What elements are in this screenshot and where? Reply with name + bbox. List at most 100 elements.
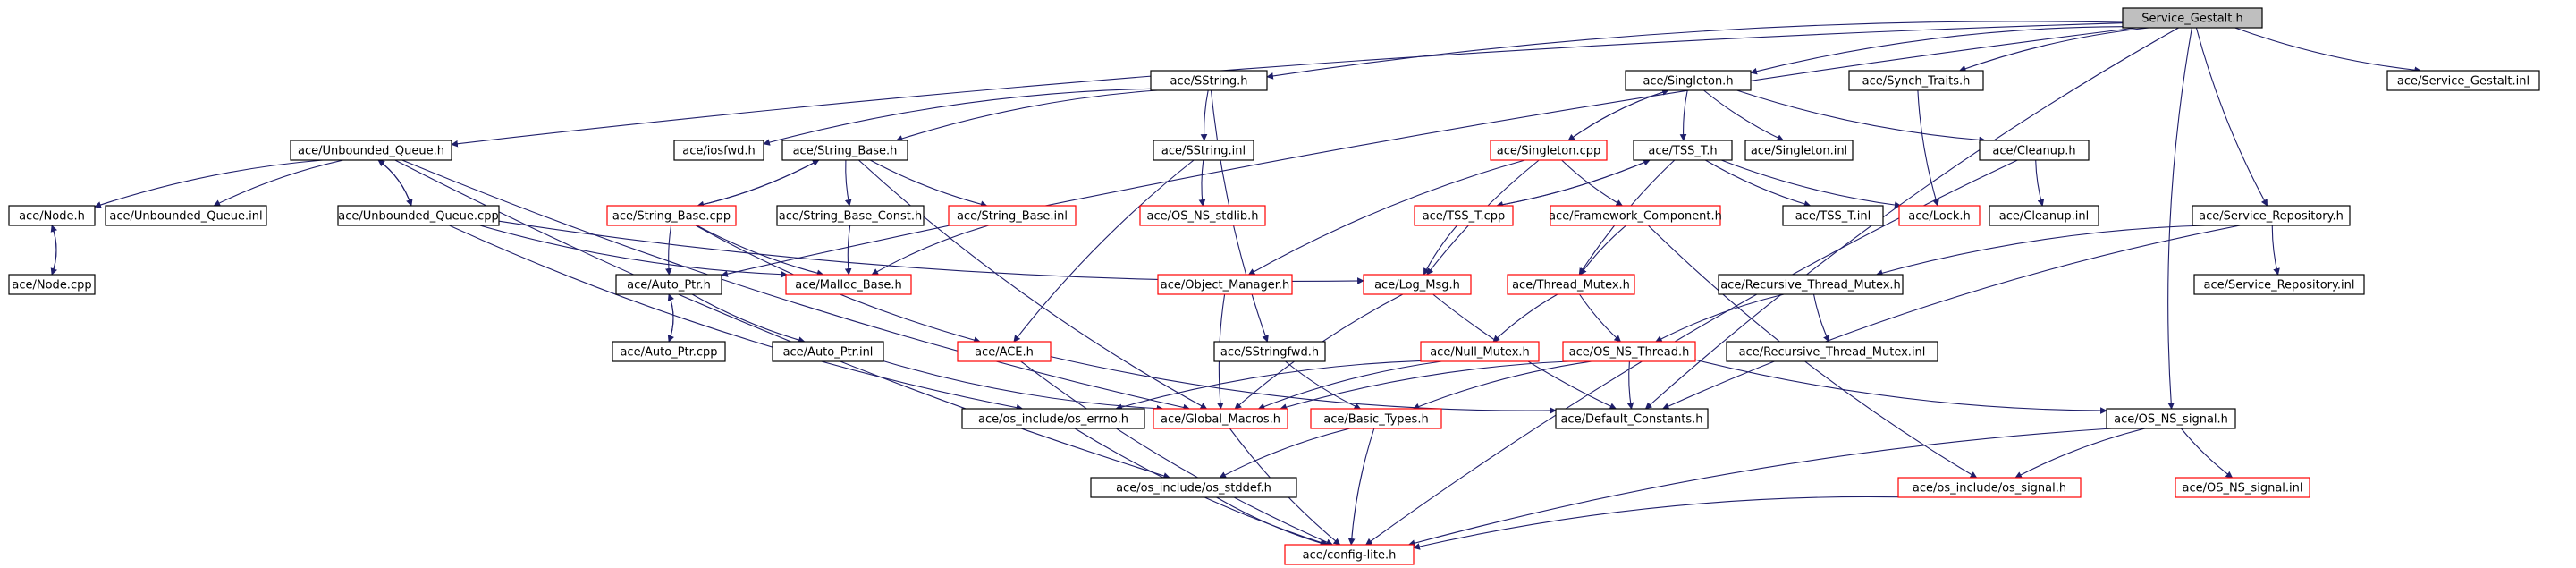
node-unbqcpp[interactable]: ace/Unbounded_Queue.cpp	[337, 205, 500, 226]
node-ossignalinl[interactable]: ace/OS_NS_signal.inl	[2175, 477, 2310, 498]
node-servrepoinl[interactable]: ace/Service_Repository.inl	[2193, 274, 2365, 295]
node-sstrinl[interactable]: ace/SString.inl	[1153, 140, 1254, 161]
node-box	[337, 205, 500, 226]
node-label: ace/OS_NS_signal.h	[2114, 413, 2228, 427]
node-unbq[interactable]: ace/Unbounded_Queue.h	[290, 140, 452, 161]
node-strbase[interactable]: ace/String_Base.h	[781, 140, 908, 161]
node-singleton[interactable]: ace/Singleton.h	[1625, 70, 1752, 91]
node-strbasecpp[interactable]: ace/String_Base.cpp	[606, 205, 737, 226]
node-label: ace/iosfwd.h	[682, 145, 755, 158]
node-sginl[interactable]: ace/Service_Gestalt.inl	[2386, 70, 2540, 91]
node-label: ace/Thread_Mutex.h	[1512, 279, 1630, 292]
node-rtminl[interactable]: ace/Recursive_Thread_Mutex.inl	[1726, 341, 1938, 362]
node-box	[1633, 140, 1733, 161]
node-label: ace/Recursive_Thread_Mutex.inl	[1739, 346, 1926, 360]
node-osstddef[interactable]: ace/os_include/os_stddef.h	[1090, 477, 1297, 498]
node-label: ace/Node.cpp	[12, 279, 91, 292]
node-rtm[interactable]: ace/Recursive_Thread_Mutex.h	[1718, 274, 1904, 295]
edge-frame-to-thrmutex	[1579, 225, 1627, 276]
edge-unbqcpp-to-unbq	[377, 159, 412, 207]
node-label: ace/TSS_T.h	[1648, 145, 1717, 158]
node-label: ace/Lock.h	[1908, 210, 1971, 224]
node-strbinl[interactable]: ace/String_Base.inl	[948, 205, 1077, 226]
node-sstrfwd[interactable]: ace/SStringfwd.h	[1213, 341, 1326, 362]
node-sstring[interactable]: ace/SString.h	[1150, 70, 1268, 91]
edge-ossignal-to-configlite	[1407, 428, 2112, 547]
node-osstdlib[interactable]: ace/OS_NS_stdlib.h	[1139, 205, 1266, 226]
node-frame[interactable]: ace/Framework_Component.h	[1549, 205, 1722, 226]
node-tss[interactable]: ace/TSS_T.h	[1633, 140, 1733, 161]
node-thrmutex[interactable]: ace/Thread_Mutex.h	[1507, 274, 1635, 295]
node-servrepo[interactable]: ace/Service_Repository.h	[2192, 205, 2351, 226]
node-box	[785, 274, 912, 295]
node-node[interactable]: ace/Node.h	[8, 205, 96, 226]
node-label: ace/Service_Repository.h	[2199, 210, 2344, 224]
node-root[interactable]: Service_Gestalt.h	[2122, 7, 2263, 29]
edge-root-to-servrepo	[2195, 27, 2268, 207]
edge-strbase-to-strbasecpp	[697, 159, 820, 208]
node-label: ace/Cleanup.h	[1992, 145, 2075, 158]
node-box	[2386, 70, 2540, 91]
node-label: ace/Singleton.h	[1643, 75, 1733, 89]
node-unbqinl[interactable]: ace/Unbounded_Queue.inl	[105, 205, 267, 226]
node-synch[interactable]: ace/Synch_Traits.h	[1848, 70, 1984, 91]
node-label: ace/Unbounded_Queue.inl	[109, 210, 262, 224]
edge-ossignal-to-osincsignal	[2014, 428, 2146, 479]
node-label: ace/Node.h	[19, 210, 85, 224]
node-box	[772, 341, 884, 362]
edge-servrepo-to-rtm	[1875, 225, 2206, 276]
node-box	[1562, 341, 1696, 362]
node-box	[2192, 205, 2351, 226]
node-singcpp[interactable]: ace/Singleton.cpp	[1490, 140, 1608, 161]
node-globmac[interactable]: ace/Global_Macros.h	[1153, 408, 1288, 429]
node-strbconst[interactable]: ace/String_Base_Const.h	[776, 205, 925, 226]
node-oserrno[interactable]: ace/os_include/os_errno.h	[961, 408, 1145, 429]
node-cleanupinl[interactable]: ace/Cleanup.inl	[1989, 205, 2099, 226]
node-label: ace/Malloc_Base.h	[795, 279, 902, 292]
node-nodecpp[interactable]: ace/Node.cpp	[8, 274, 96, 295]
node-tsscpp[interactable]: ace/TSS_T.cpp	[1414, 205, 1514, 226]
edge-osstddef-to-configlite	[1216, 496, 1328, 547]
file-nodes: Service_Gestalt.h ace/SString.h ace/Single…	[8, 7, 2540, 565]
node-objmgr[interactable]: ace/Object_Manager.h	[1157, 274, 1293, 295]
node-defconst[interactable]: ace/Default_Constants.h	[1555, 408, 1709, 429]
node-label: ace/String_Base.inl	[957, 210, 1068, 224]
node-label: ace/OS_NS_signal.inl	[2182, 482, 2302, 496]
node-logmsg[interactable]: ace/Log_Msg.h	[1363, 274, 1472, 295]
node-ace[interactable]: ace/ACE.h	[957, 341, 1052, 362]
node-configlite[interactable]: ace/config-lite.h	[1284, 544, 1415, 565]
edge-tsscpp-to-logmsg	[1423, 225, 1458, 276]
node-ossignal[interactable]: ace/OS_NS_signal.h	[2106, 408, 2236, 429]
node-osincsignal[interactable]: ace/os_include/os_signal.h	[1897, 477, 2082, 498]
edge-servrepo-to-servrepoinl	[2271, 225, 2280, 276]
node-box	[1414, 205, 1514, 226]
edge-unbqcpp-to-malloc	[479, 225, 789, 278]
node-malloc[interactable]: ace/Malloc_Base.h	[785, 274, 912, 295]
node-label: ace/os_include/os_signal.h	[1913, 482, 2066, 496]
node-box	[1310, 408, 1442, 429]
node-box	[1153, 408, 1288, 429]
node-box	[1150, 70, 1268, 91]
node-box	[8, 205, 96, 226]
edge-singcpp-to-frame	[1561, 159, 1624, 207]
node-autoptrinl[interactable]: ace/Auto_Ptr.inl	[772, 341, 884, 362]
node-basictypes[interactable]: ace/Basic_Types.h	[1310, 408, 1442, 429]
node-osthread[interactable]: ace/OS_NS_Thread.h	[1562, 341, 1696, 362]
edge-strbconst-to-malloc	[844, 225, 852, 276]
node-lock[interactable]: ace/Lock.h	[1898, 205, 1981, 226]
node-box	[1153, 140, 1254, 161]
node-tssinl[interactable]: ace/TSS_T.inl	[1782, 205, 1884, 226]
node-nullmutex[interactable]: ace/Null_Mutex.h	[1420, 341, 1540, 362]
node-singinl[interactable]: ace/Singleton.inl	[1744, 140, 1854, 161]
node-iosfwd[interactable]: ace/iosfwd.h	[673, 140, 764, 161]
node-label: ace/config-lite.h	[1303, 549, 1397, 563]
node-autoptrcpp[interactable]: ace/Auto_Ptr.cpp	[612, 341, 726, 362]
node-cleanup[interactable]: ace/Cleanup.h	[1979, 140, 2090, 161]
edge-rtm-to-rtminl	[1812, 293, 1830, 343]
node-autoptr[interactable]: ace/Auto_Ptr.h	[615, 274, 722, 295]
edge-sstrinl-to-osstdlib	[1198, 159, 1206, 207]
node-box	[776, 205, 925, 226]
edge-singleton-to-singcpp	[1567, 89, 1669, 141]
edge-basictypes-to-osstddef	[1219, 428, 1351, 479]
edge-sstring-to-strbase	[895, 89, 1158, 142]
